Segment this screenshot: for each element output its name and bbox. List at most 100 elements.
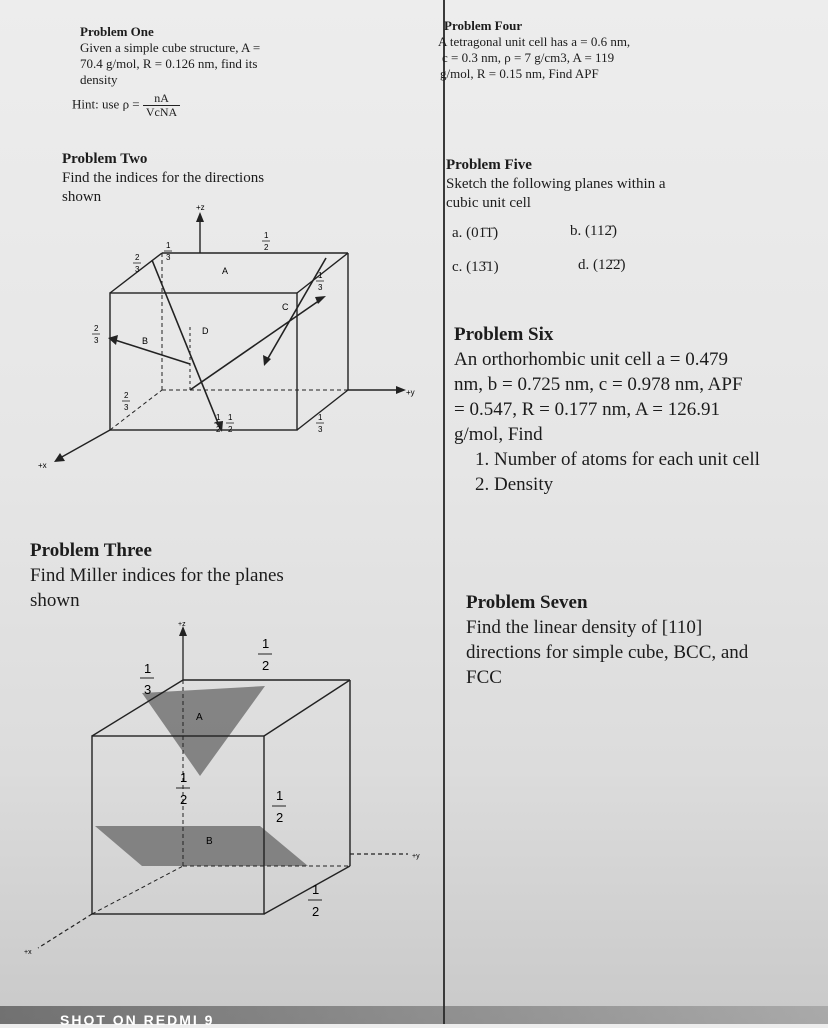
direction-a-line <box>151 259 221 429</box>
problem-five-title: Problem Five <box>446 157 532 173</box>
problem-three-diagram: B A +z +y +x 1 3 1 2 1 2 1 <box>24 621 420 956</box>
frac-den: 2 <box>264 243 269 252</box>
plane-b-item: b. (112̄) <box>570 223 617 239</box>
frac-num: 1 <box>276 788 283 803</box>
plane-c-item: c. (13̄1) <box>452 259 499 275</box>
frac-num: 1 <box>228 413 233 422</box>
problem-six-title: Problem Six <box>454 324 554 345</box>
problem-two-line1: Find the indices for the directions <box>62 170 265 186</box>
frac-num: 1 <box>216 413 221 422</box>
hint-rho: ρ = <box>122 96 140 112</box>
direction-c-line <box>266 257 327 361</box>
plane-a-item: a. (01̄1̄) <box>452 225 499 241</box>
x-axis <box>37 913 93 949</box>
problem-two-title: Problem Two <box>62 151 148 167</box>
problem-two-diagram: +z +y +x A B C D 1 3 2 3 1 <box>38 203 415 470</box>
label-a: A <box>222 266 228 276</box>
list-item: Number of atoms for each unit cell <box>494 447 814 472</box>
problem-seven-line3: FCC <box>466 667 502 688</box>
label-b: B <box>142 336 148 346</box>
frac-num: 1 <box>262 636 269 651</box>
frac-num: 2 <box>124 391 129 400</box>
fraction-group: 1 3 2 3 1 2 1 3 2 3 2 3 1 2 1 2 1 3 <box>92 231 324 434</box>
axis-z-label: +z <box>196 203 205 212</box>
frac-num: 1 <box>318 413 323 422</box>
direction-d-arrow <box>315 296 326 304</box>
problem-six-line4: g/mol, Find <box>454 424 543 445</box>
frac-den: 3 <box>144 682 151 697</box>
frac-num: 1 <box>318 271 323 280</box>
frac-den: 3 <box>318 283 323 292</box>
cube-front-face <box>109 292 298 431</box>
watermark-text: SHOT ON REDMI 9 <box>60 1012 215 1028</box>
problem-one-hint: Hint: use ρ = nA VcNA <box>72 92 181 119</box>
hint-fraction: nA VcNA <box>142 92 181 119</box>
problem-one-line3: density <box>80 72 118 87</box>
y-axis-arrow <box>396 386 406 394</box>
problem-six-line3: = 0.547, R = 0.177 nm, A = 126.91 <box>454 399 720 420</box>
problem-three-line2: shown <box>30 590 80 611</box>
problem-four-line3: g/mol, R = 0.15 nm, Find APF <box>440 66 599 81</box>
problem-four-line1: A tetragonal unit cell has a = 0.6 nm, <box>438 34 631 49</box>
problem-seven-title: Problem Seven <box>466 592 588 613</box>
problem-four-line2: c = 0.3 nm, ρ = 7 g/cm3, A = 119 <box>442 50 615 65</box>
problem-one-title: Problem One <box>80 24 154 39</box>
cube-edge <box>263 865 351 915</box>
label-c: C <box>282 302 289 312</box>
frac-den: 3 <box>318 425 323 434</box>
axis-y-label: +y <box>406 388 415 397</box>
cube-front-face <box>91 735 265 915</box>
frac-den: 3 <box>166 253 171 262</box>
direction-c-arrow <box>263 355 271 366</box>
cube-edge <box>296 389 349 431</box>
frac-den: 2 <box>180 792 187 807</box>
label-b: B <box>206 836 213 847</box>
z-axis-arrow <box>179 626 187 636</box>
axis-z-label: +z <box>178 621 186 628</box>
frac-den: 2 <box>262 658 269 673</box>
axis-y-label: +y <box>412 853 420 860</box>
frac-num: 1 <box>264 231 269 240</box>
problem-seven-line1: Find the linear density of [110] <box>466 617 703 638</box>
cube-edge <box>263 679 351 737</box>
problem-two: Problem Two Find the indices for the dir… <box>62 150 352 207</box>
problem-one: Problem One Given a simple cube structur… <box>80 24 370 88</box>
frac-num: 1 <box>144 661 151 676</box>
axis-x-label: +x <box>38 461 47 470</box>
column-divider <box>443 0 445 1024</box>
problem-five: Problem Five Sketch the following planes… <box>446 156 766 213</box>
problem-three: Problem Three Find Miller indices for th… <box>30 538 360 613</box>
problem-one-line2: 70.4 g/mol, R = 0.126 nm, find its <box>80 56 258 71</box>
direction-d-line <box>189 299 321 391</box>
problem-two-line2: shown <box>62 189 102 205</box>
x-axis-arrow <box>54 453 65 462</box>
problem-four: Problem Four A tetragonal unit cell has … <box>438 18 728 82</box>
direction-a-arrow <box>215 421 223 432</box>
hint-label: Hint: use <box>72 96 120 112</box>
problem-six-list: Number of atoms for each unit cell Densi… <box>454 447 814 497</box>
hint-denominator: VcNA <box>145 105 178 119</box>
plane-a <box>142 686 265 776</box>
direction-b-arrow <box>108 335 118 345</box>
frac-num: 1 <box>180 770 187 785</box>
hint-numerator: nA <box>142 92 181 106</box>
cube-edge-hidden <box>109 389 163 431</box>
problem-three-title: Problem Three <box>30 540 152 561</box>
frac-num: 2 <box>94 324 99 333</box>
problem-one-line1: Given a simple cube structure, A = <box>80 40 261 55</box>
label-a: A <box>196 712 203 723</box>
problem-six-line2: nm, b = 0.725 nm, c = 0.978 nm, APF <box>454 374 743 395</box>
axis-x-label: +x <box>24 949 32 956</box>
cube-edge <box>91 679 184 737</box>
problem-seven: Problem Seven Find the linear density of… <box>466 590 826 690</box>
problem-four-title: Problem Four <box>444 18 523 33</box>
frac-num: 2 <box>135 253 140 262</box>
problem-seven-line2: directions for simple cube, BCC, and <box>466 642 749 663</box>
frac-den: 3 <box>124 403 129 412</box>
problem-five-line1: Sketch the following planes within a <box>446 176 666 192</box>
x-axis <box>59 429 111 459</box>
cube-edge <box>296 252 349 294</box>
camera-watermark: SHOT ON REDMI 9 <box>0 1006 828 1028</box>
frac-den: 2 <box>276 810 283 825</box>
frac-num: 1 <box>312 882 319 897</box>
